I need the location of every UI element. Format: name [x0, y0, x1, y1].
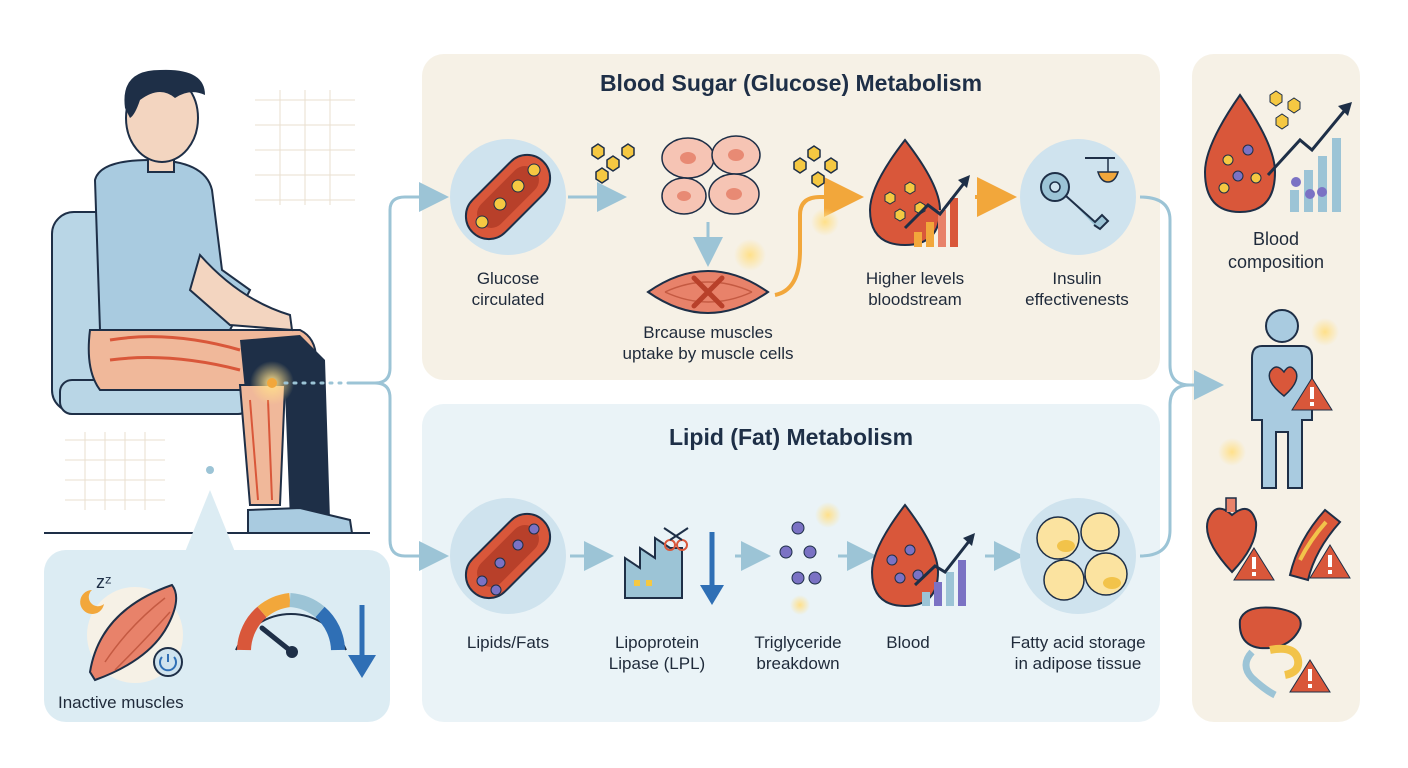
seated-person-illustration	[51, 69, 354, 534]
glucose-vessel-icon	[450, 139, 566, 255]
lipid-section-title: Lipid (Fat) Metabolism	[668, 424, 914, 450]
sparkle-icon	[815, 502, 841, 528]
lipid-step-label: Blood	[886, 633, 930, 652]
sparkle-icon	[811, 208, 839, 236]
activity-gauge-icon	[235, 593, 376, 678]
glucose-step-label: Insulin effectivenests	[1025, 269, 1129, 309]
lipid-step-label: Fatty acid storage in adipose tissue	[1010, 633, 1146, 673]
blood-drop-rising-chart-icon	[868, 138, 970, 247]
blocked-muscle-icon	[646, 239, 770, 314]
inactive-muscles-label: Inactive muscles	[58, 693, 184, 712]
glucose-molecules-icon	[591, 143, 635, 184]
glucose-step-label: Brcause muscles uptake by muscle cells	[622, 323, 794, 363]
lipid-step-label: Lipoprotein Lipase (LPL)	[608, 633, 706, 673]
sparkle-icon	[790, 595, 810, 615]
connector-lines	[185, 182, 1224, 571]
background-grid-top	[255, 90, 355, 205]
insulin-key-icon	[1020, 139, 1136, 255]
factory-scissors-icon	[624, 527, 724, 605]
sleep-z-icon-text: zᶻ	[96, 572, 112, 592]
heart-warning-icon	[1206, 497, 1275, 581]
lipid-step-label: Triglyceride breakdown	[754, 633, 842, 673]
muscle-cells-icon	[661, 135, 761, 215]
orange-flow-arrow	[774, 177, 864, 297]
lipid-step-label: Lipids/Fats	[466, 633, 550, 652]
blood-composition-label: Blood composition	[1227, 229, 1325, 272]
liver-intestine-warning-icon	[1238, 606, 1331, 699]
lipid-vessel-icon	[450, 498, 566, 614]
triglyceride-particles-icon	[779, 521, 822, 585]
person-heart-warning-icon	[1218, 309, 1339, 489]
adipose-cells-icon	[1020, 498, 1136, 614]
background-grid-bottom	[65, 432, 165, 510]
blood-drop-lipid-chart-icon	[870, 503, 975, 608]
glucose-step-label: Glucose circulated	[471, 269, 545, 309]
sleeping-muscle-icon	[80, 583, 183, 683]
glucose-step-label: Higher levels bloodstream	[865, 269, 965, 309]
glucose-section-title: Blood Sugar (Glucose) Metabolism	[599, 70, 983, 96]
artery-warning-icon	[1288, 508, 1351, 582]
blood-composition-icon	[1203, 90, 1352, 214]
glucose-molecules-icon-2	[793, 145, 838, 188]
